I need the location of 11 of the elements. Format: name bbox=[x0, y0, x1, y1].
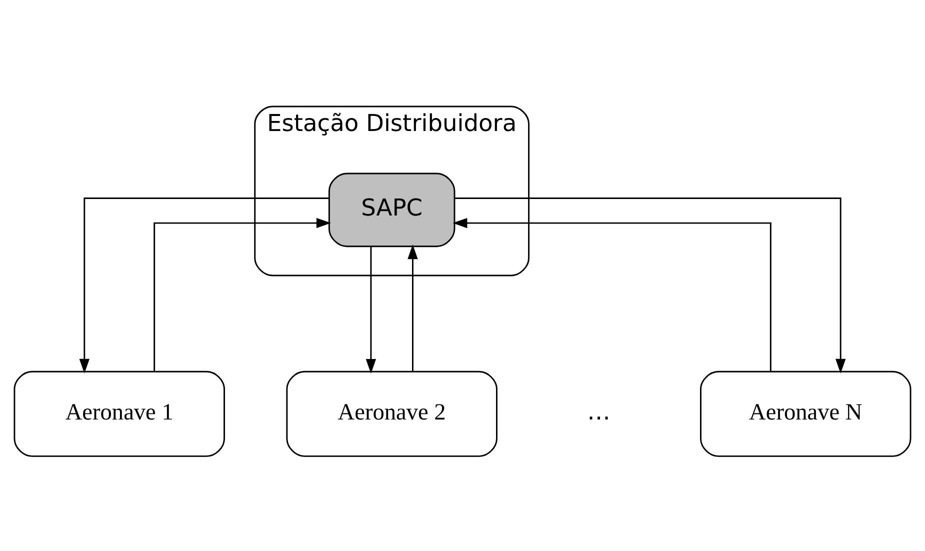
arrow bbox=[452, 218, 772, 372]
label: … bbox=[587, 398, 610, 426]
arrow bbox=[79, 198, 329, 374]
node-box: Aeronave N bbox=[700, 370, 912, 457]
arrow bbox=[154, 218, 332, 372]
node-box: SAPC bbox=[328, 172, 456, 248]
arrow bbox=[454, 198, 846, 374]
node-box: Aeronave 2 bbox=[286, 370, 498, 457]
arrow bbox=[366, 246, 376, 374]
arrow bbox=[408, 244, 418, 372]
node-box: Aeronave 1 bbox=[14, 370, 225, 457]
